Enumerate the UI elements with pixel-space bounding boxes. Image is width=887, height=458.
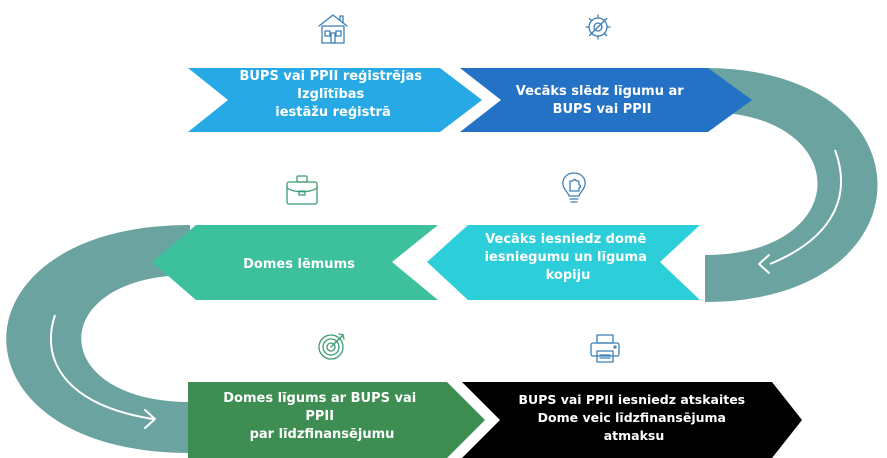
step-3-line-1: Vecāks iesniedz domē	[485, 232, 646, 247]
step-2-label: Vecāks slēdz līgumu ar BUPS vai PPII	[516, 84, 688, 117]
left-connector-line	[50, 314, 154, 420]
step-1-chevron	[188, 68, 482, 132]
step-6-line-2: Dome veic līdzfinansējuma	[538, 410, 726, 425]
step-5-line-3: par līdzfinansējumu	[250, 427, 395, 442]
step-6-chevron	[462, 382, 802, 458]
step-1-line-2: Izglītības	[297, 87, 364, 102]
step-5-label: Domes līgums ar BUPS vai PPII par līdzfi…	[223, 391, 420, 442]
step-3-line-3: kopiju	[546, 268, 591, 283]
right-connector-arrow	[758, 254, 770, 274]
left-connector-arrow	[144, 409, 156, 429]
left-u-turn-connector	[6, 225, 190, 453]
step-5-chevron	[188, 382, 485, 458]
step-6-label: BUPS vai PPII iesniedz atskaites Dome ve…	[519, 392, 750, 443]
house-icon	[318, 14, 348, 44]
target-icon	[318, 333, 345, 360]
step-3-line-2: iesniegumu un līguma	[485, 250, 647, 265]
lightbulb-puzzle-icon	[562, 172, 586, 203]
step-2-chevron	[460, 68, 752, 132]
step-3-label: Vecāks iesniedz domē iesniegumu un līgum…	[485, 232, 652, 283]
right-u-turn-connector	[705, 68, 878, 302]
step-6-line-1: BUPS vai PPII iesniedz atskaites	[519, 392, 746, 407]
gear-wrench-icon	[585, 14, 611, 40]
step-5-line-1: Domes līgums ar BUPS vai	[223, 391, 416, 406]
step-1-label: BUPS vai PPII reģistrējas Izglītības ies…	[239, 69, 426, 120]
step-4-label: Domes lēmums	[243, 257, 355, 272]
right-connector-line	[769, 149, 842, 265]
step-6-line-3: atmaksu	[604, 428, 665, 443]
step-2-line-2: BUPS vai PPII	[553, 102, 652, 117]
step-1-line-3: iestāžu reģistrā	[275, 105, 390, 120]
printer-icon	[590, 334, 620, 363]
step-5-line-2: PPII	[305, 409, 334, 424]
step-2-line-1: Vecāks slēdz līgumu ar	[516, 84, 685, 99]
briefcase-icon	[286, 175, 318, 205]
step-4-chevron	[152, 225, 438, 300]
step-4-line-1: Domes lēmums	[243, 257, 355, 272]
step-3-chevron	[427, 225, 700, 300]
step-1-line-1: BUPS vai PPII reģistrējas	[239, 69, 422, 84]
